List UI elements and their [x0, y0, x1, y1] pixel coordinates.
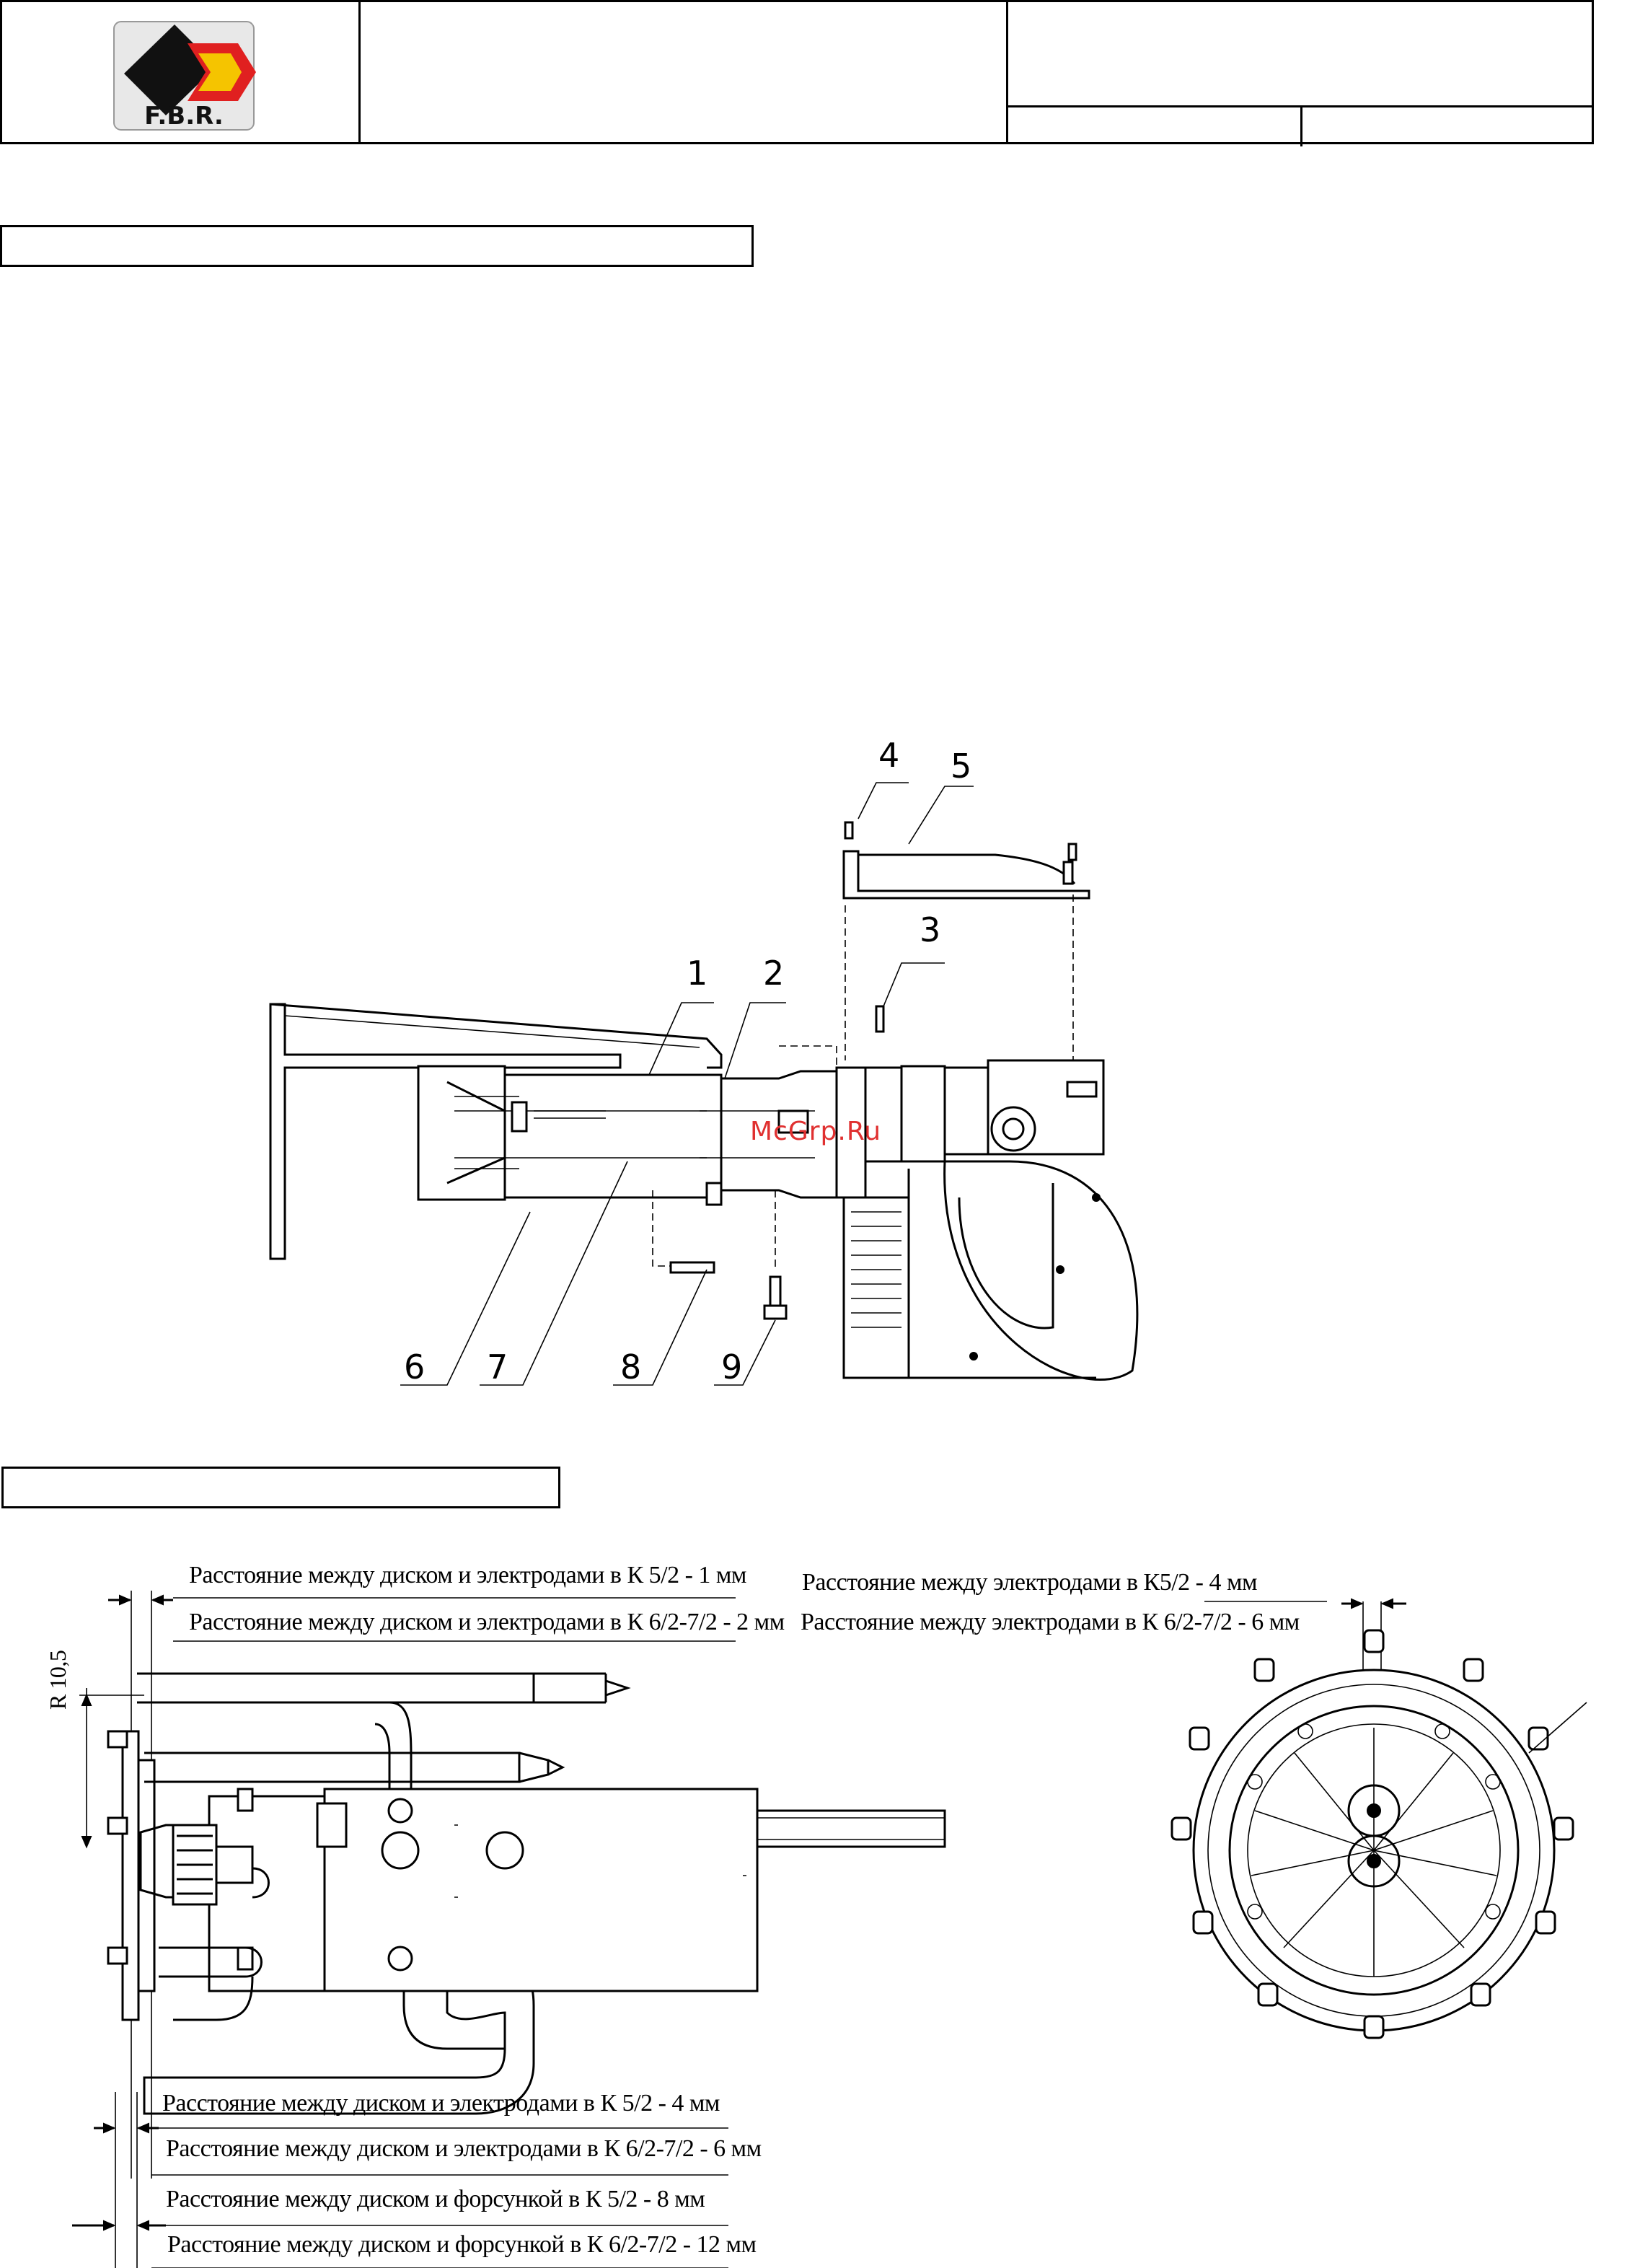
section2-heading-box	[1, 1467, 560, 1508]
right-dim-1: Расстояние между электродами в К5/2 - 4 …	[802, 1569, 1258, 1596]
disk-front-drawing	[1171, 1598, 1587, 2039]
right-dim-2: Расстояние между электродами в К 6/2-7/2…	[801, 1609, 1300, 1635]
logo-text: F.B.R.	[144, 102, 224, 131]
callout-6: 6	[404, 1348, 426, 1386]
bottom-dim-3: Расстояние между диском и форсункой в К …	[166, 2186, 705, 2212]
bottom-dim-1: Расстояние между диском и электродами в …	[162, 2090, 720, 2117]
callout-5: 5	[951, 747, 972, 786]
callout-4: 4	[878, 736, 900, 775]
bottom-dim-4: Расстояние между диском и форсункой в К …	[167, 2231, 757, 2258]
callout-9: 9	[721, 1348, 743, 1386]
section1-heading-box	[0, 225, 754, 267]
fbr-logo: F.B.R.	[113, 21, 256, 131]
top-dim-1: Расстояние между диском и электродами в …	[189, 1562, 746, 1588]
radius-label: R 10,5	[45, 1650, 71, 1710]
top-dim-2: Расстояние между диском и электродами в …	[189, 1609, 785, 1635]
electrode-side-drawing	[72, 1591, 946, 2268]
callout-7: 7	[487, 1348, 508, 1386]
callout-3: 3	[920, 910, 941, 949]
header-divider	[1006, 2, 1008, 142]
burner-exploded-drawing	[269, 782, 1139, 1386]
watermark: McGrp.Ru	[750, 1117, 882, 1146]
header-divider	[1006, 105, 1594, 107]
header-table	[0, 0, 1594, 146]
callout-1: 1	[687, 954, 708, 993]
bottom-dim-2: Расстояние между диском и электродами в …	[166, 2135, 762, 2162]
callout-2: 2	[763, 954, 785, 993]
callout-8: 8	[620, 1348, 642, 1386]
header-divider	[1300, 105, 1302, 146]
header-divider	[358, 2, 361, 142]
